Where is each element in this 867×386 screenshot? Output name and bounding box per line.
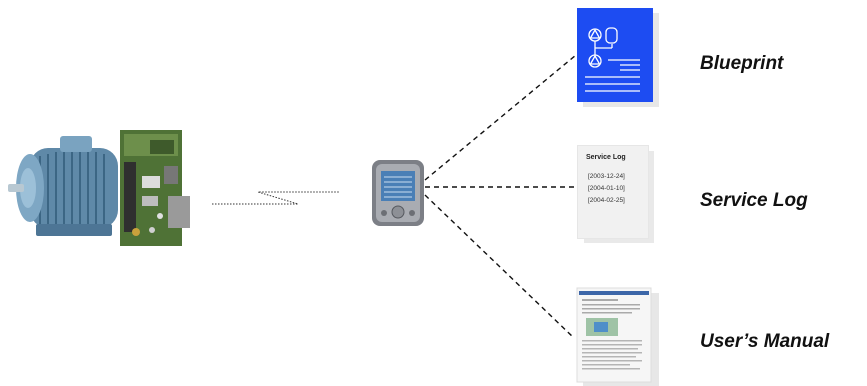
service-log-document: Service Log [2003-12-24] [2004-01-10] [2… (578, 146, 648, 238)
electric-motor (8, 136, 118, 236)
service-log-entry: [2004-02-25] (588, 197, 625, 204)
service-log-entry: [2004-01-10] (588, 185, 625, 192)
users-manual-document (576, 287, 659, 386)
blueprint-label: Blueprint (700, 53, 784, 74)
service-log-card-title: Service Log (586, 154, 626, 161)
pda-device (372, 160, 424, 226)
service-log-entry: [2003-12-24] (588, 173, 625, 180)
link-to-users-manual (424, 194, 575, 339)
circuit-board (120, 130, 190, 246)
users-manual-label: User’s Manual (700, 331, 830, 352)
link-to-blueprint (424, 54, 577, 181)
wireless-signal (212, 191, 340, 205)
service-log-label: Service Log (700, 190, 808, 211)
blueprint-document (577, 8, 659, 107)
